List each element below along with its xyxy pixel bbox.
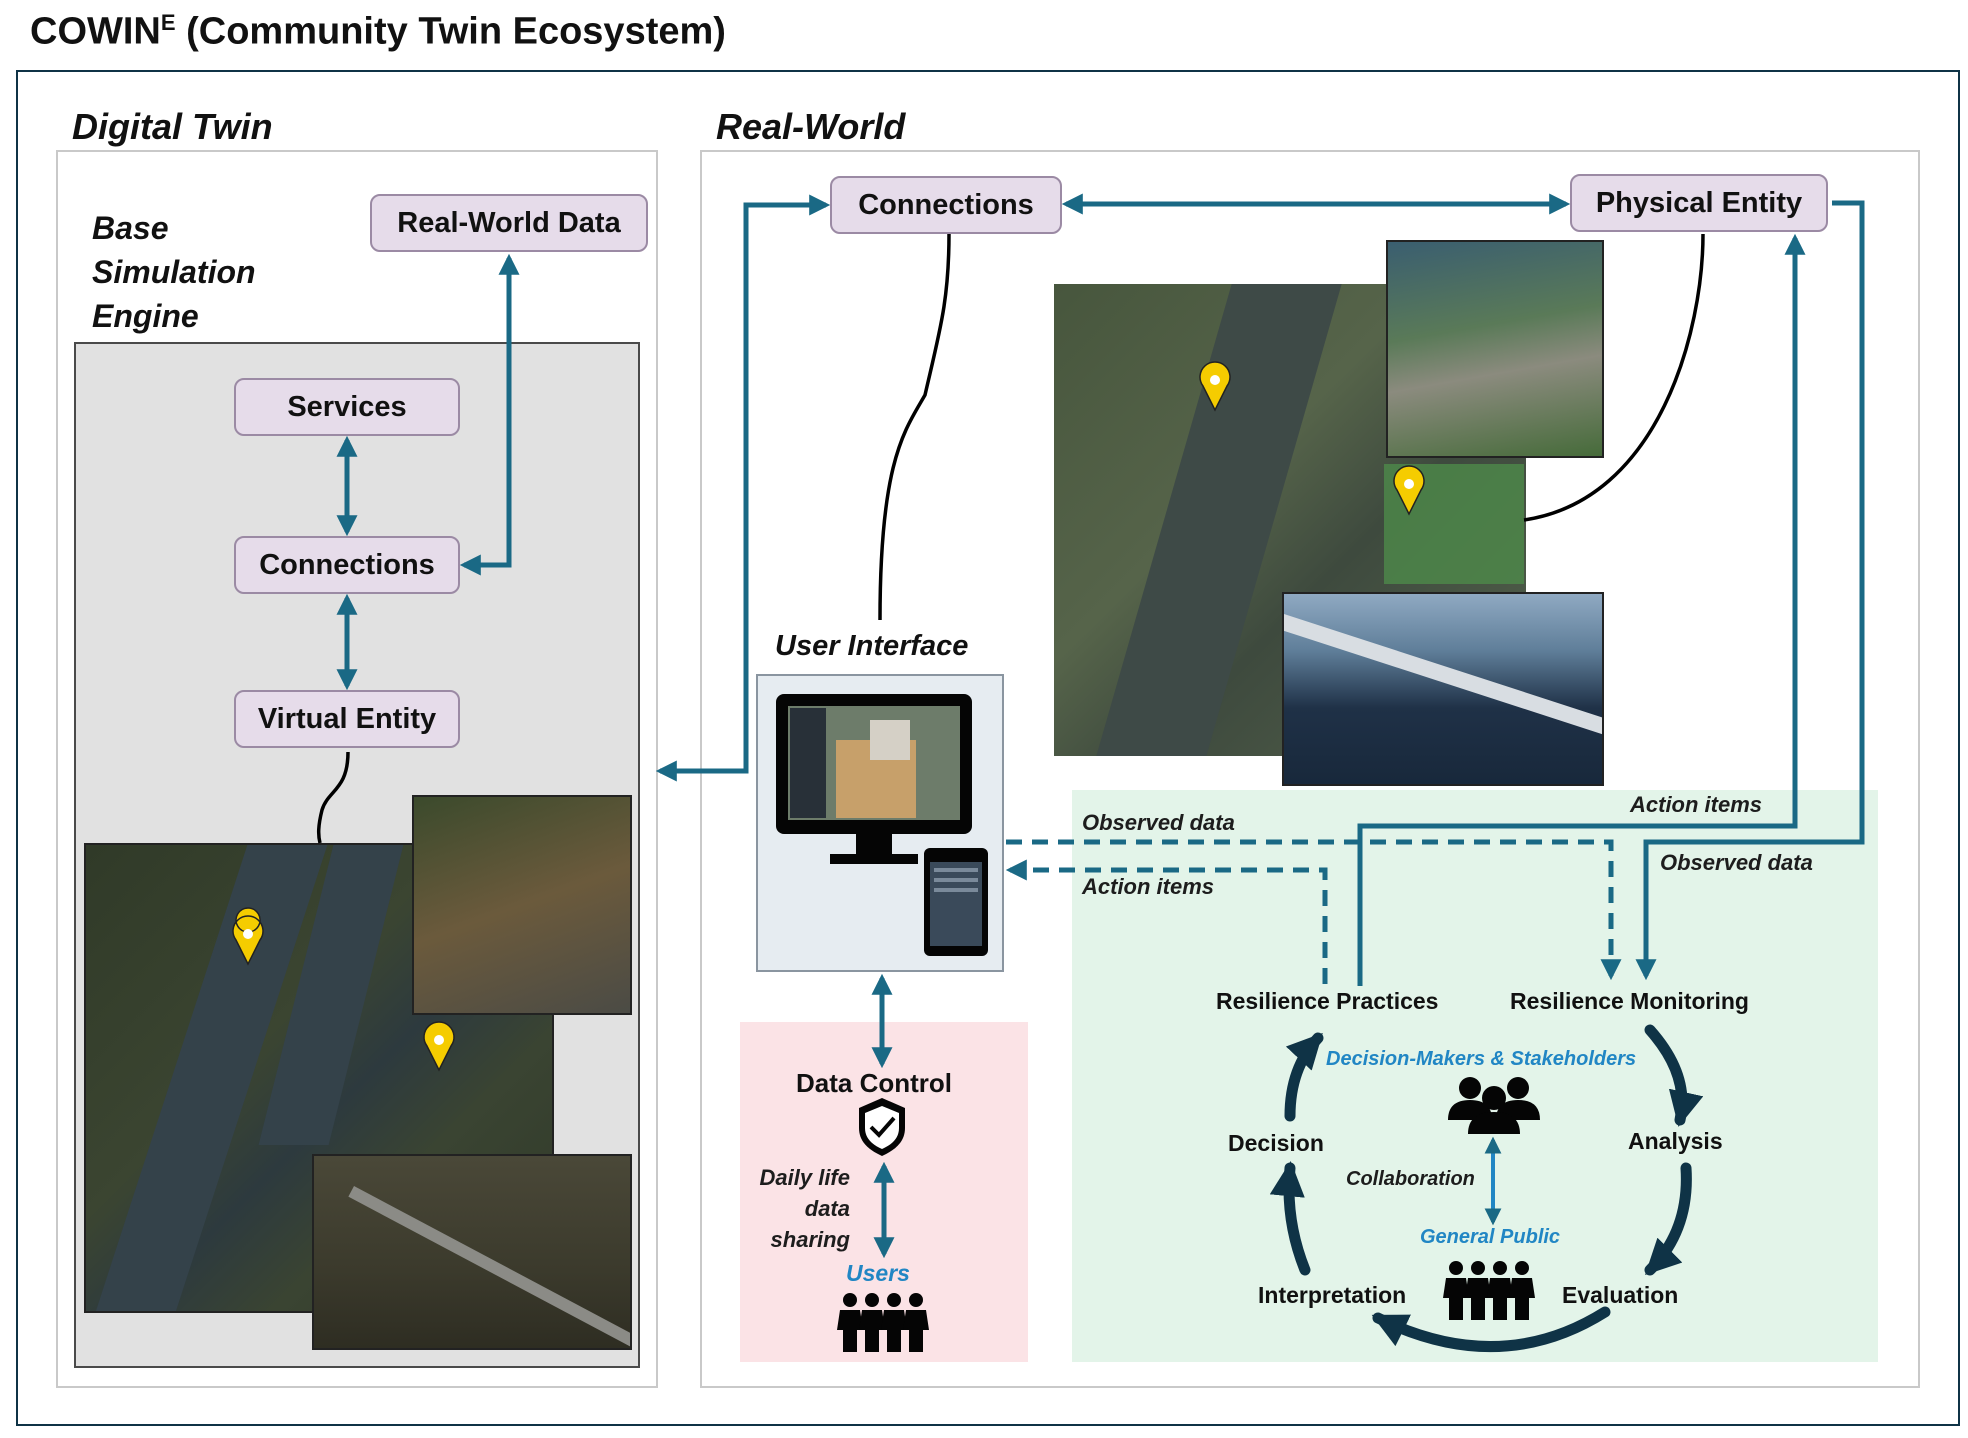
observed-data-right-label: Observed data [1660,850,1813,875]
observed-data-left-label: Observed data [1082,810,1235,835]
services-node: Services [234,378,460,436]
diagram-title: COWINE (Community Twin Ecosystem) [30,10,726,54]
daily-life-label: Daily life data sharing [752,1162,850,1255]
dt-connections-node: Connections [234,536,460,594]
outer-frame [16,70,1960,1426]
decision-label: Decision [1228,1130,1324,1156]
engine-title-line-2: Simulation [92,254,256,290]
collaboration-label: Collaboration [1346,1168,1475,1190]
resilience-practices-label: Resilience Practices [1216,988,1439,1014]
resilience-monitoring-label: Resilience Monitoring [1510,988,1749,1014]
decision-makers-label: Decision-Makers & Stakeholders [1326,1048,1637,1070]
virtual-bridge-deck [348,1186,630,1348]
virtual-entity-node: Virtual Entity [234,690,460,748]
virtual-bridge-image [312,1154,632,1350]
physical-green-area [1384,464,1524,584]
virtual-aerial-houses-image [412,795,632,1015]
engine-title: Base Simulation Engine [92,206,256,338]
physical-bridge-image [1282,592,1604,786]
general-public-label: General Public [1420,1226,1561,1248]
physical-bridge-deck [1284,614,1602,741]
evaluation-label: Evaluation [1562,1282,1679,1308]
daily-life-line-1: Daily life [759,1165,850,1190]
physical-aerial-houses-image [1386,240,1604,458]
users-label: Users [846,1260,910,1286]
rw-connections-node: Connections [830,176,1062,234]
data-control-label: Data Control [796,1068,952,1098]
user-interface-label: User Interface [775,630,969,662]
real-world-data-node: Real-World Data [370,194,648,252]
action-items-left-label: Action items [1082,874,1215,899]
daily-life-line-2: data [804,1196,850,1221]
engine-title-line-1: Base [92,210,169,246]
engine-title-line-3: Engine [92,298,199,334]
title-main: COWIN [30,10,161,53]
digital-twin-heading: Digital Twin [72,106,273,147]
interpretation-label: Interpretation [1258,1282,1407,1308]
daily-life-line-3: sharing [770,1227,850,1252]
analysis-label: Analysis [1628,1128,1723,1154]
action-items-right-label: Action items [1630,792,1763,817]
physical-entity-node: Physical Entity [1570,174,1828,232]
title-superscript: E [160,10,176,35]
real-world-heading: Real-World [716,106,906,147]
user-interface-box [756,674,1004,972]
title-rest: (Community Twin Ecosystem) [175,10,726,53]
